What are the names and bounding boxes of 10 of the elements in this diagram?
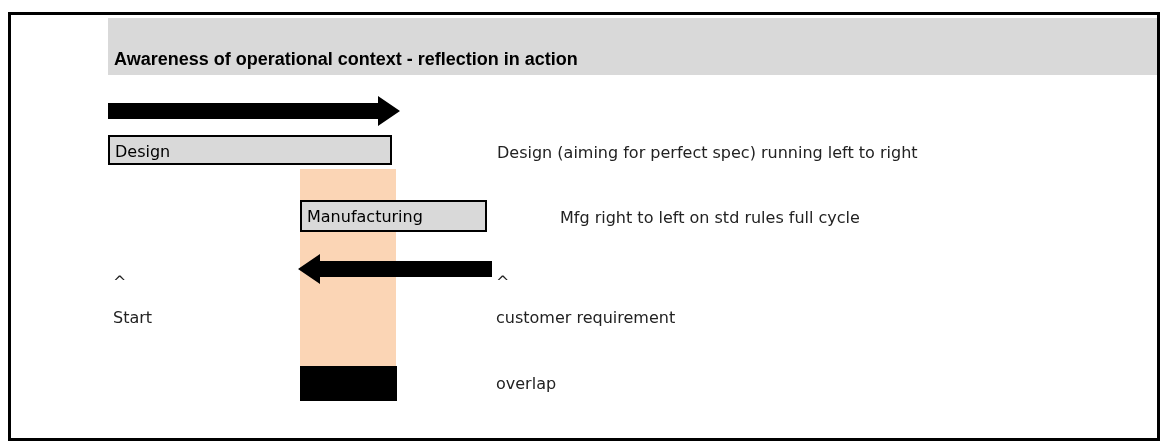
description-text: Mfg right to left on std rules full cycle [560, 208, 860, 227]
caret-mark: ^ [496, 272, 510, 291]
task-bar: Design [108, 135, 392, 165]
description-text: Design (aiming for perfect spec) running left to right [497, 143, 918, 162]
task-bar: Manufacturing [300, 200, 487, 232]
title: Awareness of operational context - reflection in action [114, 49, 578, 70]
marker-label: Start [113, 308, 153, 327]
legend-label: overlap [496, 374, 557, 393]
marker-label: customer requirement [496, 308, 676, 327]
caret-mark: ^ [113, 272, 127, 291]
